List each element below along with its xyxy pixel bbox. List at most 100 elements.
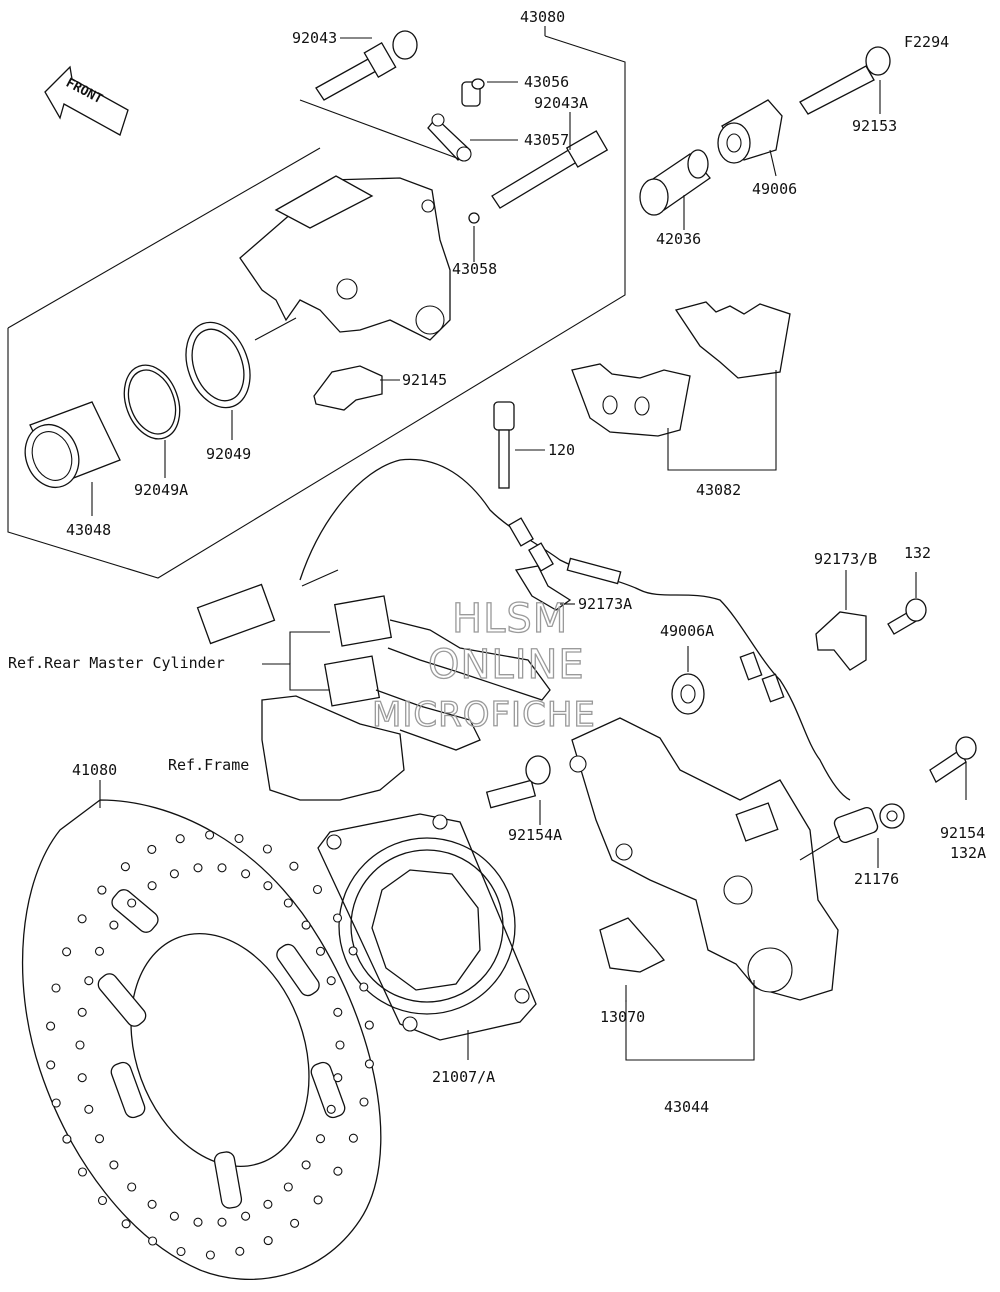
disc-hole bbox=[241, 1211, 251, 1221]
sleeve-42036[interactable] bbox=[639, 149, 711, 230]
disc-hole bbox=[97, 1195, 108, 1206]
sensor-21176[interactable] bbox=[799, 803, 905, 868]
label-49006: 49006 bbox=[752, 180, 797, 198]
disc-hole bbox=[46, 1021, 56, 1031]
oring-43058[interactable] bbox=[468, 212, 480, 262]
disc-hole bbox=[75, 1040, 85, 1050]
disc-hole bbox=[289, 861, 299, 871]
disc-hole bbox=[263, 1236, 273, 1246]
cap-43057[interactable] bbox=[427, 113, 518, 162]
watermark: HLSM ONLINE MICROFICHE bbox=[371, 595, 596, 735]
disc-41080[interactable] bbox=[21, 780, 382, 1280]
label-92043a: 92043A bbox=[534, 94, 588, 112]
disc-hole bbox=[290, 1218, 300, 1228]
bolt-92153[interactable] bbox=[799, 46, 891, 115]
disc-hole bbox=[97, 885, 107, 895]
bracket-43044[interactable] bbox=[569, 717, 839, 1061]
disc-hole bbox=[176, 1246, 186, 1257]
disc-hole bbox=[121, 1219, 131, 1229]
disc-hole bbox=[62, 1134, 72, 1144]
disc-hole bbox=[127, 1182, 137, 1192]
disc-hole bbox=[359, 1097, 369, 1107]
disc-hole bbox=[169, 1211, 179, 1221]
label-92049a: 92049A bbox=[134, 481, 188, 499]
spring-92145[interactable] bbox=[313, 365, 400, 411]
clamp-92173b[interactable] bbox=[815, 570, 867, 671]
label-43057: 43057 bbox=[524, 131, 569, 149]
bolt-120[interactable] bbox=[493, 401, 545, 489]
bolt-92154a[interactable] bbox=[485, 755, 551, 825]
disc-hole bbox=[332, 913, 343, 923]
disc-hole bbox=[348, 946, 358, 956]
disc-hole bbox=[147, 844, 157, 854]
disc-hole bbox=[193, 863, 203, 873]
disc-hole bbox=[335, 1040, 345, 1050]
piston-43048[interactable] bbox=[17, 401, 121, 516]
disc-holes bbox=[46, 830, 374, 1260]
bolt-92043[interactable] bbox=[315, 30, 418, 101]
label-92154: 92154 bbox=[940, 824, 985, 842]
seal-92049a[interactable] bbox=[115, 357, 190, 478]
bolt-92154[interactable] bbox=[929, 736, 977, 800]
label-92173b: 92173/B bbox=[814, 550, 877, 568]
disc-hole bbox=[109, 920, 119, 930]
label-92145: 92145 bbox=[402, 371, 447, 389]
pin-92043a[interactable] bbox=[491, 112, 609, 209]
label-13070: 13070 bbox=[600, 1008, 645, 1026]
label-41080: 41080 bbox=[72, 761, 117, 779]
seal-92049[interactable] bbox=[175, 313, 261, 440]
tone-ring-21007[interactable] bbox=[317, 813, 537, 1060]
disc-hole bbox=[348, 1133, 358, 1143]
disc-hole bbox=[205, 830, 215, 840]
label-92043: 92043 bbox=[292, 29, 337, 47]
label-132a: 132A bbox=[950, 844, 986, 862]
diagram-code: F2294 bbox=[904, 33, 949, 51]
label-120: 120 bbox=[548, 441, 575, 459]
disc-hole bbox=[283, 1182, 293, 1192]
label-ref-frame: Ref.Frame bbox=[168, 756, 249, 774]
label-49006a: 49006A bbox=[660, 622, 714, 640]
label-132: 132 bbox=[904, 544, 931, 562]
disc-hole bbox=[62, 947, 72, 957]
label-43044: 43044 bbox=[664, 1098, 709, 1116]
label-92173a: 92173A bbox=[578, 595, 632, 613]
disc-hole bbox=[147, 1199, 157, 1209]
bolt-132[interactable] bbox=[887, 572, 927, 635]
clip-13070[interactable] bbox=[599, 917, 666, 1002]
disc-hole bbox=[359, 982, 369, 992]
disc-hole bbox=[333, 1073, 343, 1083]
pad-set-43082[interactable] bbox=[571, 301, 791, 471]
disc-hole bbox=[301, 920, 311, 930]
sensor-wire bbox=[299, 458, 851, 801]
disc-hole bbox=[51, 983, 61, 993]
label-92153: 92153 bbox=[852, 117, 897, 135]
disc-hole bbox=[147, 881, 157, 891]
boot-49006[interactable] bbox=[717, 99, 783, 177]
disc-hole bbox=[262, 844, 272, 854]
watermark-line-1: HLSM bbox=[452, 596, 568, 642]
disc-hole bbox=[169, 869, 179, 879]
disc-hole bbox=[127, 898, 137, 908]
disc-hole bbox=[94, 946, 105, 956]
master-cylinder-area bbox=[196, 569, 551, 801]
disc-hole bbox=[46, 1060, 56, 1070]
disc-hole bbox=[241, 869, 251, 879]
watermark-line-3: MICROFICHE bbox=[372, 695, 596, 735]
caliper-assembly-frame bbox=[7, 26, 626, 579]
caliper-body[interactable] bbox=[239, 175, 451, 341]
disc-hole bbox=[193, 1217, 203, 1227]
label-43082: 43082 bbox=[696, 481, 741, 499]
disc-hole bbox=[217, 863, 227, 873]
clamp-92173a[interactable] bbox=[514, 565, 575, 611]
disc-hole bbox=[94, 1134, 105, 1144]
label-43056: 43056 bbox=[524, 73, 569, 91]
disc-hole bbox=[301, 1160, 311, 1170]
label-ref-master-cylinder: Ref.Rear Master Cylinder bbox=[8, 654, 225, 672]
disc-hole bbox=[205, 1250, 215, 1260]
disc-hole bbox=[77, 914, 87, 924]
disc-hole bbox=[148, 1236, 158, 1246]
boot-49006a[interactable] bbox=[671, 646, 705, 715]
disc-hole bbox=[364, 1059, 374, 1069]
bleeder-43056[interactable] bbox=[461, 78, 518, 107]
